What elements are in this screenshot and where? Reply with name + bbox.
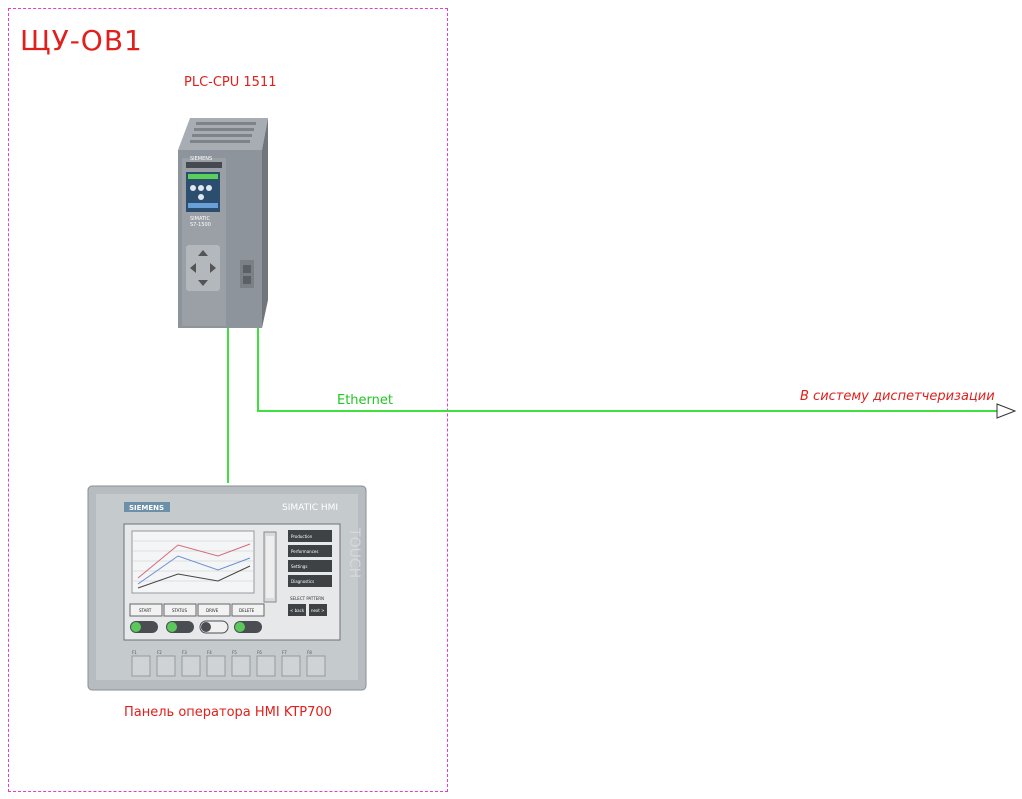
hmi-fkey: F7 <box>282 650 287 655</box>
hmi-label: Панель оператора HMI KTP700 <box>124 705 332 720</box>
hmi-menu-performances: Performances <box>291 549 318 554</box>
hmi-station-start: START <box>139 608 152 613</box>
hmi-touch-label: TOUCH <box>346 527 362 578</box>
hmi-product: SIMATIC HMI <box>282 503 338 513</box>
arrow-icon <box>996 403 1017 419</box>
hmi-fkey: F2 <box>157 650 162 655</box>
hmi-brand: SIEMENS <box>129 504 164 512</box>
hmi-fkey: F3 <box>182 650 187 655</box>
plc-model-line2: S7-1500 <box>190 222 211 228</box>
hmi-menu-settings: Settings <box>291 564 307 569</box>
hmi-panel <box>87 485 367 691</box>
plc-model-line1: SIMATIC <box>190 216 211 222</box>
plc-ethernet-wire-horizontal <box>257 410 997 412</box>
plc-module <box>178 118 268 328</box>
dispatch-label: В систему диспетчеризации <box>800 389 995 404</box>
hmi-fkey: F4 <box>207 650 212 655</box>
hmi-menu-diagnostics: Diagnostics <box>291 579 314 584</box>
hmi-pattern-back: < back <box>290 608 305 613</box>
ethernet-label: Ethernet <box>337 393 393 408</box>
hmi-station-drive: DRIVE <box>206 608 219 613</box>
hmi-pattern-next: next > <box>311 608 324 613</box>
hmi-station-delete: DELETE <box>239 608 255 613</box>
plc-ethernet-wire-vertical <box>257 290 259 412</box>
cabinet-title: ЩУ-ОВ1 <box>20 24 143 57</box>
hmi-fkey: F8 <box>307 650 312 655</box>
hmi-fkey: F1 <box>132 650 137 655</box>
hmi-fkey: F5 <box>232 650 237 655</box>
hmi-menu-production: Production <box>291 534 313 539</box>
hmi-fkey: F6 <box>257 650 262 655</box>
cabinet-boundary <box>8 8 448 792</box>
hmi-select-pattern: SELECT PATTERN <box>290 596 324 601</box>
plc-label: PLC-CPU 1511 <box>184 75 277 90</box>
plc-brand: SIEMENS <box>190 156 212 162</box>
hmi-ethernet-wire <box>227 318 229 483</box>
hmi-station-status: STATUS <box>172 608 187 613</box>
